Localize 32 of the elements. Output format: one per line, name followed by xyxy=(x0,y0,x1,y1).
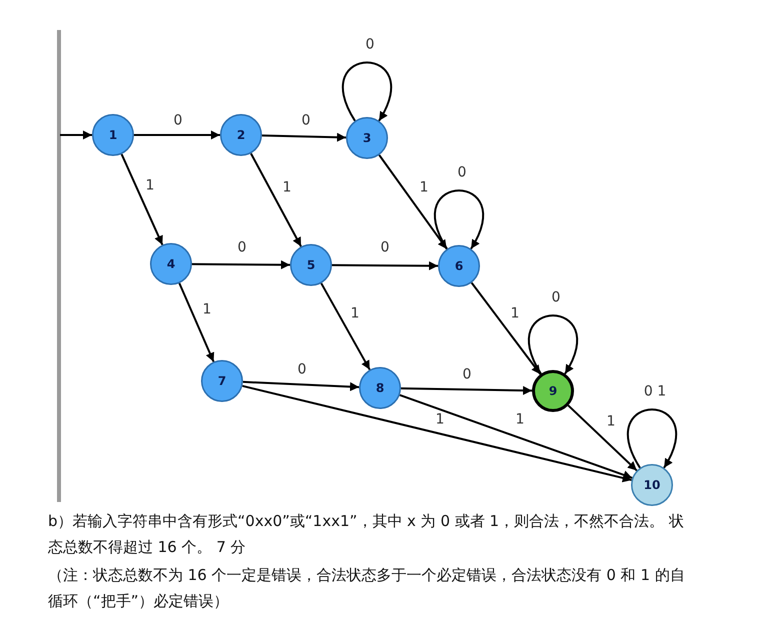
arrow xyxy=(378,154,448,250)
arrow xyxy=(60,130,92,140)
arrow xyxy=(242,380,360,392)
arrow xyxy=(134,130,220,140)
arrow xyxy=(178,282,215,362)
state-circle: 3 xyxy=(346,117,388,159)
arrow xyxy=(399,394,633,480)
state-circle: 9 xyxy=(532,370,574,412)
arrow xyxy=(320,282,371,370)
state-circle: 4 xyxy=(150,243,192,285)
state-circle: 8 xyxy=(359,367,401,409)
note-text: （注：状态总数不为 16 个一定是错误，合法状态多于一个必定错误，合法状态没有 0 和 1 的自循环（“把手”）必定错误） xyxy=(48,565,686,612)
arrow xyxy=(262,132,346,142)
arrow xyxy=(332,261,438,270)
arrow xyxy=(626,408,678,468)
arrow xyxy=(434,190,484,250)
state-circle: 6 xyxy=(438,245,480,287)
state-circle: 7 xyxy=(201,360,243,402)
arrow xyxy=(120,154,164,246)
arrow xyxy=(528,314,578,374)
arrow xyxy=(568,404,638,472)
note-text: b）若输入字符串中含有形式“0xx0”或“1xx1”，其中 x 为 0 或者 1，则合法，不然不合法。 状态总数不得超过 16 个。 7 分 xyxy=(48,511,685,558)
arrow xyxy=(192,260,290,270)
arrow xyxy=(242,384,632,482)
state-circle: 10 xyxy=(631,464,673,506)
arrow xyxy=(250,153,302,247)
arrow xyxy=(400,386,532,395)
arrow xyxy=(342,62,392,122)
state-circle: 2 xyxy=(220,114,262,156)
state-circle: 1 xyxy=(92,114,134,156)
arrow xyxy=(470,282,542,375)
state-circle: 5 xyxy=(290,244,332,286)
